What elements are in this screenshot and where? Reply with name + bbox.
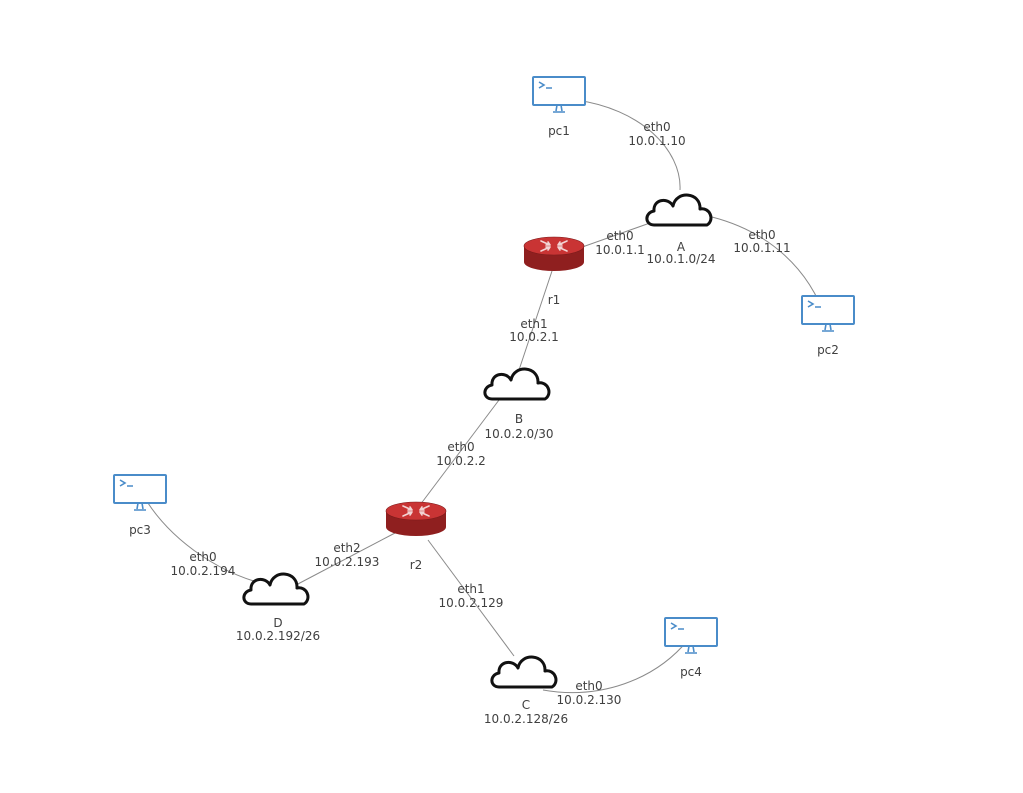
- router-label: r2: [410, 558, 423, 572]
- interface-r2-eth0: eth0 10.0.2.2: [436, 440, 486, 468]
- interface-pc1-eth0: eth0 10.0.1.10: [628, 120, 685, 148]
- network-label: D: [273, 616, 282, 630]
- network-label: A: [677, 240, 686, 254]
- host-label: pc4: [680, 665, 702, 679]
- cloud-icon: [242, 572, 310, 606]
- router-r1[interactable]: r1: [523, 236, 585, 307]
- cloud-icon: [483, 367, 551, 401]
- network-subnet: 10.0.2.128/26: [484, 712, 568, 726]
- interface-r2-eth1: eth1 10.0.2.129: [439, 582, 504, 610]
- interface-ip: 10.0.1.10: [628, 134, 685, 148]
- interface-pc4-eth0: eth0 10.0.2.130: [557, 679, 622, 707]
- host-label: pc1: [548, 124, 570, 138]
- network-label: B: [515, 412, 523, 426]
- interface-name: eth1: [457, 582, 484, 596]
- interface-ip: 10.0.2.130: [557, 693, 622, 707]
- interface-ip: 10.0.2.1: [509, 330, 559, 344]
- interface-ip: 10.0.2.193: [315, 555, 380, 569]
- host-pc1[interactable]: pc1: [532, 76, 586, 138]
- interface-name: eth0: [575, 679, 602, 693]
- interface-r2-eth2: eth2 10.0.2.193: [315, 541, 380, 569]
- cloud-icon: [490, 655, 558, 689]
- router-label: r1: [548, 293, 561, 307]
- interface-pc3-eth0: eth0 10.0.2.194: [171, 550, 236, 578]
- host-label: pc2: [817, 343, 839, 357]
- cloud-icon: [645, 193, 713, 227]
- host-label: pc3: [129, 523, 151, 537]
- interface-ip: 10.0.1.11: [733, 241, 790, 255]
- interface-name: eth2: [333, 541, 360, 555]
- interface-name: eth0: [643, 120, 670, 134]
- network-B[interactable]: B 10.0.2.0/30: [483, 367, 554, 441]
- interface-name: eth0: [447, 440, 474, 454]
- link-r2-D: [295, 532, 396, 586]
- link-B-r2: [419, 399, 500, 506]
- interface-ip: 10.0.2.129: [439, 596, 504, 610]
- interface-ip: 10.0.2.2: [436, 454, 486, 468]
- network-C[interactable]: C 10.0.2.128/26: [484, 655, 568, 726]
- host-pc2[interactable]: pc2: [801, 295, 855, 357]
- host-pc3[interactable]: pc3: [113, 474, 167, 537]
- interface-name: eth1: [520, 317, 547, 331]
- host-pc4[interactable]: pc4: [664, 617, 718, 679]
- terminal-monitor-icon: [664, 617, 718, 654]
- link-r2-C: [427, 539, 515, 657]
- link-r1-B: [517, 270, 553, 374]
- network-subnet: 10.0.2.192/26: [236, 629, 320, 643]
- interface-ip: 10.0.2.194: [171, 564, 236, 578]
- router-icon: [385, 501, 447, 536]
- router-r2[interactable]: r2: [385, 501, 447, 572]
- network-D[interactable]: D 10.0.2.192/26: [236, 572, 320, 643]
- interface-name: eth0: [748, 228, 775, 242]
- network-subnet: 10.0.2.0/30: [485, 427, 554, 441]
- interface-name: eth0: [189, 550, 216, 564]
- terminal-monitor-icon: [532, 76, 586, 113]
- interface-r1-eth0: eth0 10.0.1.1: [595, 229, 645, 257]
- router-icon: [523, 236, 585, 271]
- link-C-pc4: [542, 639, 689, 694]
- network-subnet: 10.0.1.0/24: [647, 252, 716, 266]
- network-A[interactable]: A 10.0.1.0/24: [645, 193, 716, 266]
- network-label: C: [522, 698, 530, 712]
- interface-name: eth0: [606, 229, 633, 243]
- terminal-monitor-icon: [113, 474, 167, 511]
- link-pc1-A: [574, 99, 681, 191]
- interface-r1-eth1: eth1 10.0.2.1: [509, 317, 559, 344]
- interface-ip: 10.0.1.1: [595, 243, 645, 257]
- terminal-monitor-icon: [801, 295, 855, 332]
- interface-pc2-eth0: eth0 10.0.1.11: [733, 228, 790, 255]
